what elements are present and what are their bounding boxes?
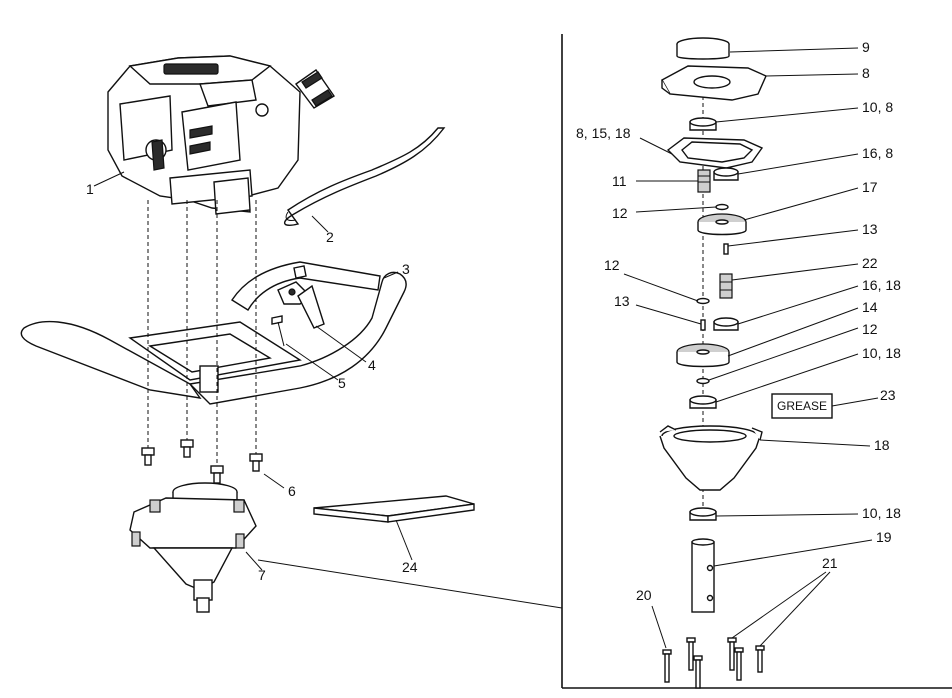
grease-label-box: GREASE [771, 393, 833, 419]
washer-part-12-lower [696, 377, 710, 385]
fuel-line-part [284, 127, 446, 226]
grease-pad-part [313, 495, 475, 523]
screw-part-5 [271, 315, 285, 347]
callout-9: 9 [862, 39, 870, 55]
callout-8: 8 [862, 65, 870, 81]
throttle-part [277, 281, 325, 329]
detail-connector-line [257, 559, 563, 609]
callout-18: 18 [874, 437, 890, 453]
bearing-part-16-18 [713, 317, 739, 331]
callout-20: 20 [636, 587, 652, 603]
callout-labels: 1 2 3 4 5 6 7 24 9 8 10, 8 8, 15, 18 16,… [86, 39, 901, 603]
callout-12-lower: 12 [862, 321, 878, 337]
starter-handle [295, 69, 336, 109]
callout-3: 3 [402, 261, 410, 277]
pin-part-13-top [723, 243, 729, 255]
washer-part-12-top [715, 203, 729, 211]
bolts-part-6 [141, 439, 263, 484]
washer-part-12-mid [696, 297, 710, 305]
bolts-part-20-21 [662, 637, 765, 689]
callout-8-15-18: 8, 15, 18 [576, 125, 631, 141]
callout-6: 6 [288, 483, 296, 499]
callout-11: 11 [612, 173, 627, 189]
detail-frame [561, 34, 952, 689]
callout-7: 7 [258, 567, 266, 583]
grease-label-text: GREASE [777, 399, 827, 413]
ring-part-9 [676, 37, 730, 60]
callout-24: 24 [402, 559, 418, 575]
pinion-part-11 [697, 169, 711, 193]
shaft-part-22 [719, 273, 733, 299]
callout-4: 4 [368, 357, 376, 373]
bearing-part-10-18-upper [689, 395, 717, 409]
pin-part-13-lower [700, 319, 706, 331]
gear-part-17 [697, 213, 747, 236]
bearing-part-10-18-lower [689, 507, 717, 521]
gasket-part [666, 137, 764, 169]
callout-12-mid: 12 [604, 257, 620, 273]
bearing-part-16-8 [713, 167, 739, 181]
bearing-part-10-8 [689, 117, 717, 131]
output-shaft-part-19 [691, 538, 715, 613]
handle-frame-part [20, 261, 407, 405]
callout-14: 14 [862, 299, 878, 315]
callout-5: 5 [338, 375, 346, 391]
callout-10-8: 10, 8 [862, 99, 893, 115]
callout-13-lower: 13 [614, 293, 630, 309]
alignment-lines-left [147, 200, 257, 466]
callout-10-18-lower: 10, 18 [862, 505, 901, 521]
gear-housing-part-18 [659, 425, 763, 491]
engine-part [107, 55, 336, 215]
callout-16-8: 16, 8 [862, 145, 893, 161]
callout-13-top: 13 [862, 221, 878, 237]
cover-plate-part-8 [661, 65, 767, 101]
gearbox-assembly-part [129, 482, 257, 613]
callout-12-top: 12 [612, 205, 628, 221]
callout-17: 17 [862, 179, 878, 195]
callout-22: 22 [862, 255, 878, 271]
callout-16-18: 16, 18 [862, 277, 901, 293]
callout-1: 1 [86, 181, 94, 197]
callout-23: 23 [880, 387, 896, 403]
gear-part-14 [676, 343, 730, 368]
callout-10-18-upper: 10, 18 [862, 345, 901, 361]
leader-lines [93, 47, 879, 649]
callout-19: 19 [876, 529, 892, 545]
callout-2: 2 [326, 229, 334, 245]
callout-21: 21 [822, 555, 838, 571]
